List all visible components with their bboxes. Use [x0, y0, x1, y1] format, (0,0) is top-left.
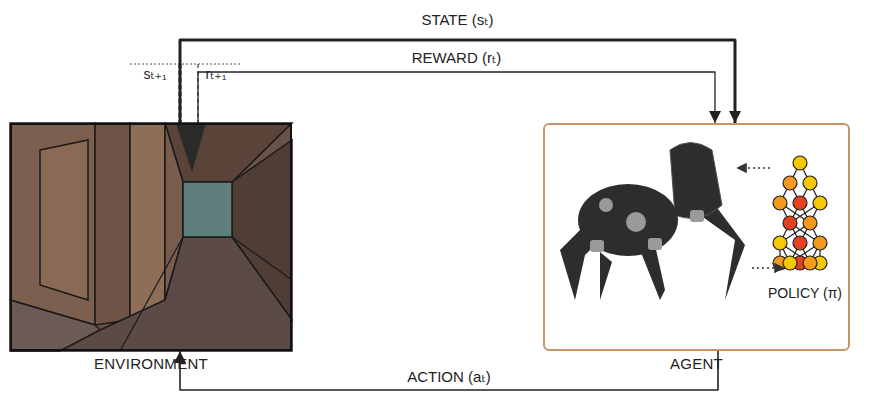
- environment-box: ENVIRONMENT: [10, 123, 292, 351]
- corridor-scene: [10, 123, 292, 351]
- agent-box: AGENT: [543, 123, 850, 351]
- signal-label: sₜ₊₁: [143, 66, 166, 82]
- node-label: AGENT: [525, 355, 868, 372]
- edge-label: ACTION (aₜ): [407, 368, 491, 386]
- observation-leaders: [130, 64, 240, 123]
- edge-label: REWARD (rₜ): [412, 49, 502, 67]
- neural-network-icon: [773, 156, 827, 270]
- node-label: ENVIRONMENT: [0, 355, 310, 372]
- robot-illustration: [560, 143, 745, 301]
- dotted-arrows: [738, 164, 783, 272]
- signal-label: rₜ₊₁: [206, 66, 227, 82]
- flow-arrow: [180, 351, 718, 390]
- flow-arrow: [198, 72, 715, 123]
- flow-arrow: [180, 40, 735, 123]
- policy-label: POLICY (π): [768, 285, 842, 301]
- edge-label: STATE (sₜ): [421, 11, 493, 29]
